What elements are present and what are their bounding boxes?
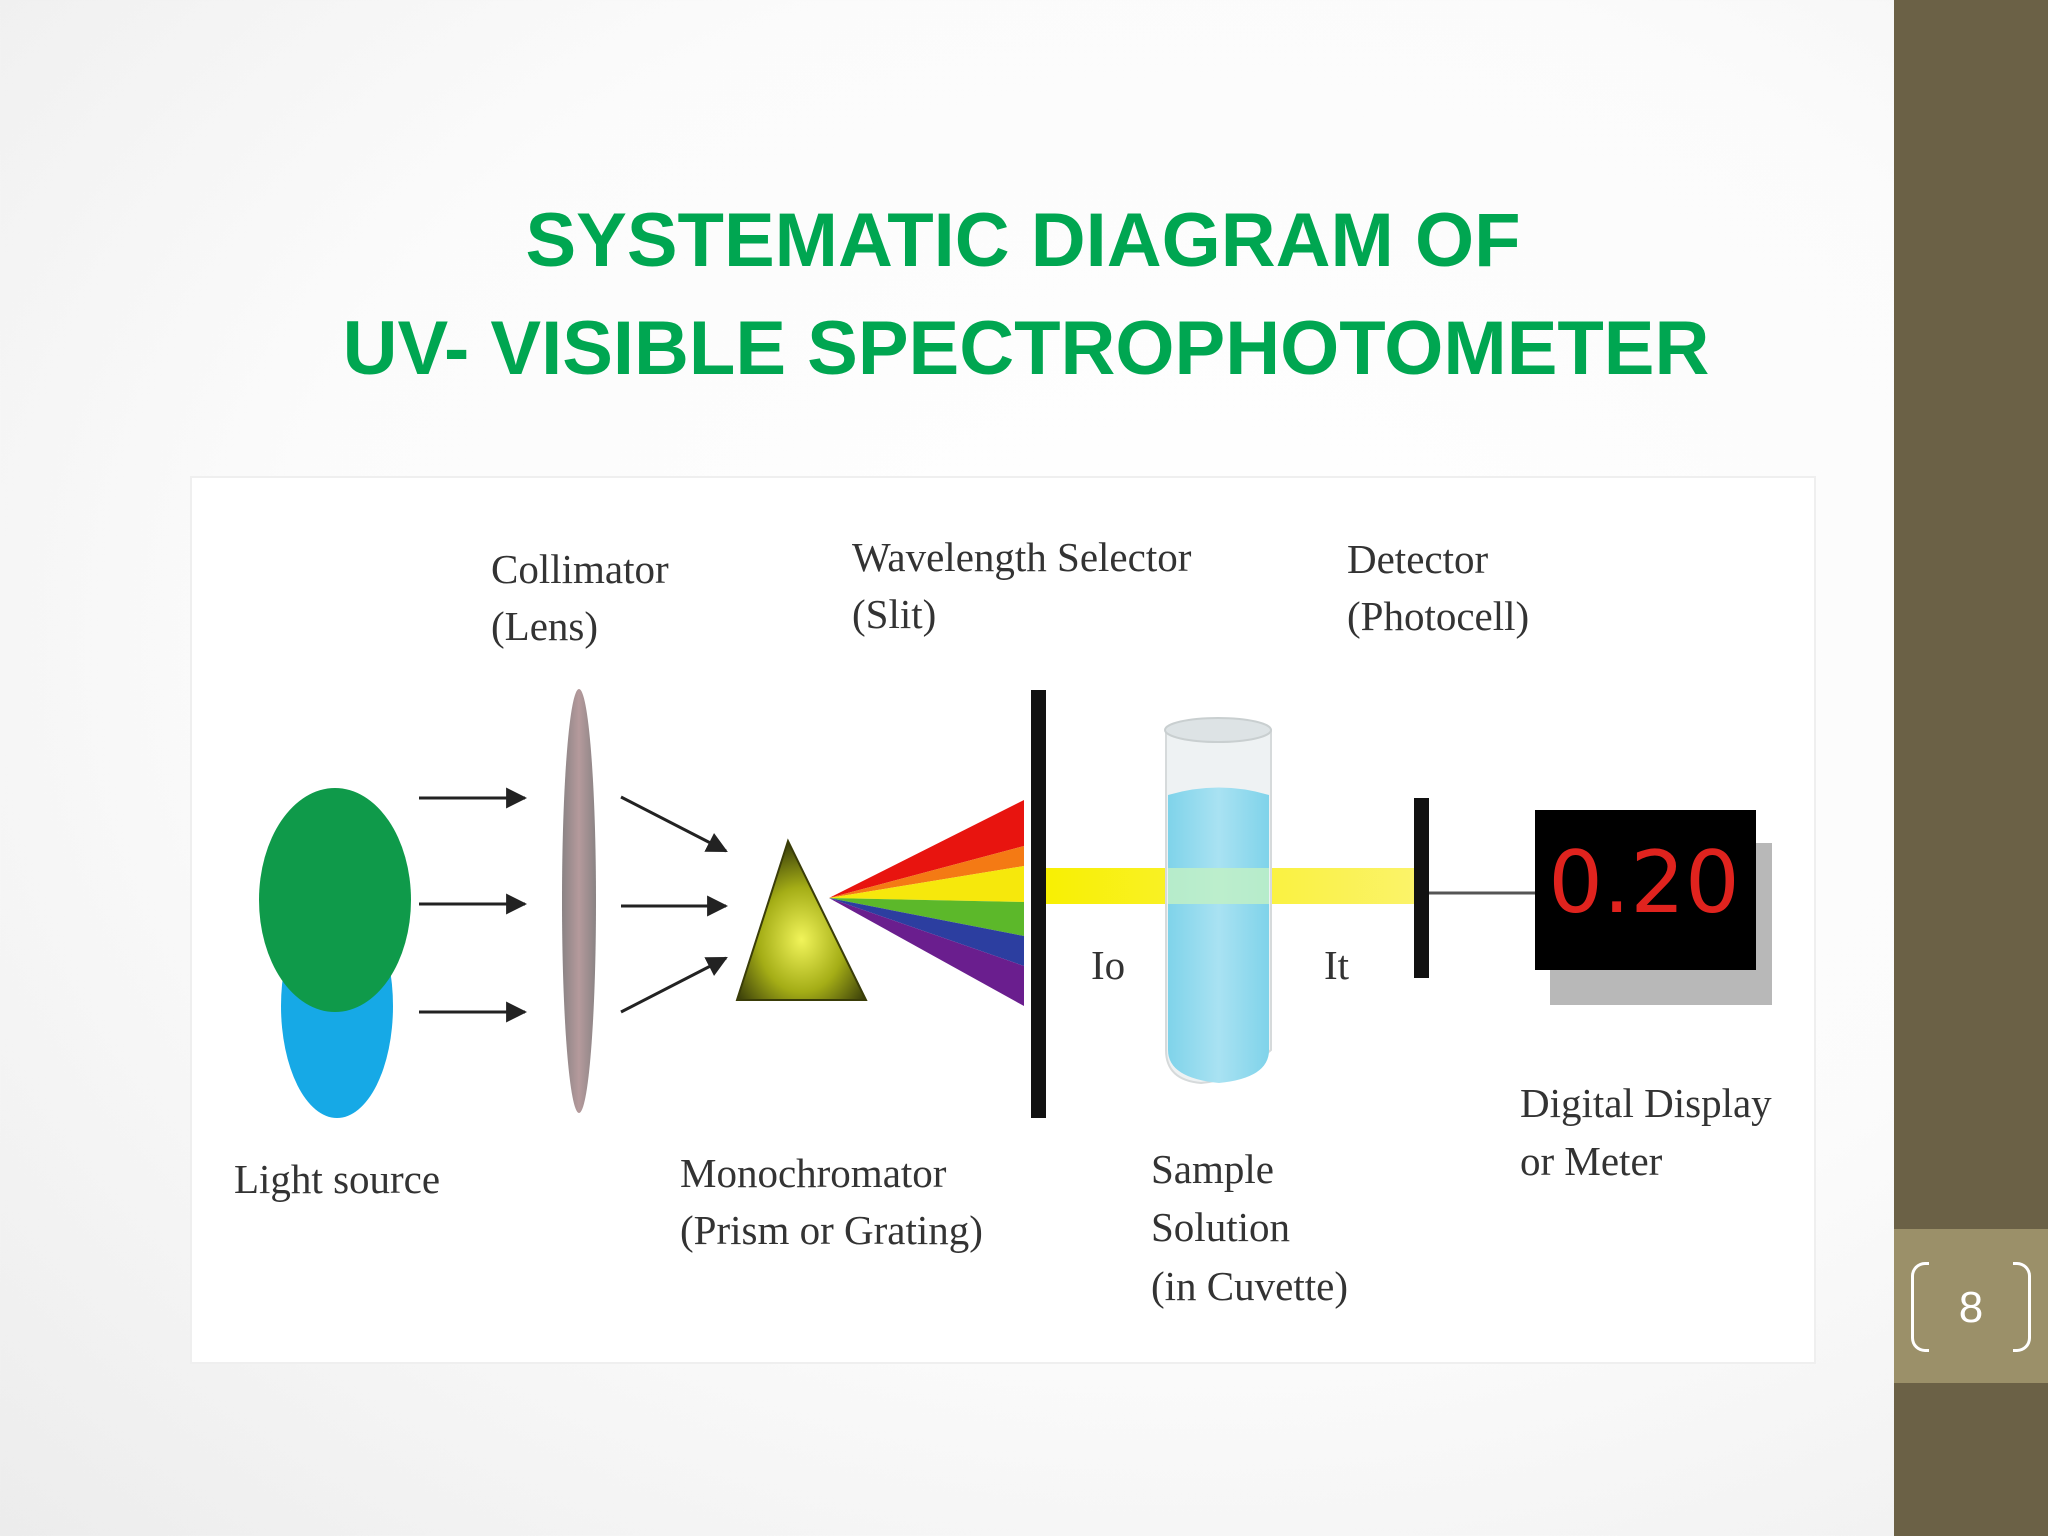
display-screen xyxy=(1535,810,1756,970)
sample-cuvette xyxy=(1164,717,1272,1085)
collimator-lens xyxy=(562,689,596,1113)
label-incident-intensity: Io xyxy=(1091,942,1125,988)
label-collimator-sub: (Lens) xyxy=(491,603,598,649)
page-bracket-right xyxy=(2013,1262,2031,1352)
arrow-icon xyxy=(620,956,728,1014)
label-wavelength-selector: Wavelength Selector xyxy=(852,534,1192,580)
digital-display: 0.20 xyxy=(1535,810,1772,1005)
label-sample-line3: (in Cuvette) xyxy=(1151,1263,1348,1309)
label-digital-display: Digital Display xyxy=(1520,1080,1772,1126)
page-bracket-left xyxy=(1911,1262,1929,1352)
spectrum-orange-band xyxy=(829,846,1024,898)
spectrum-violet-band xyxy=(829,898,1024,1006)
label-sample-line2: Solution xyxy=(1151,1204,1290,1250)
label-detector-sub: (Photocell) xyxy=(1347,593,1529,639)
spectrum-red-band xyxy=(829,800,1024,898)
display-reading: 0.20 xyxy=(1548,833,1739,933)
lamp-bulb-top xyxy=(259,788,411,1012)
source-arrows xyxy=(419,787,528,1023)
cuvette-rim xyxy=(1164,717,1272,743)
label-digital-display-line2: or Meter xyxy=(1520,1138,1663,1184)
dispersed-spectrum xyxy=(829,800,1024,1006)
prism xyxy=(735,838,868,1001)
label-wavelength-selector-sub: (Slit) xyxy=(852,591,936,637)
label-monochromator: Monochromator xyxy=(680,1150,947,1196)
label-transmitted-intensity: It xyxy=(1324,942,1350,988)
light-source-lamp xyxy=(259,788,411,1118)
beam-through-sample xyxy=(1168,868,1269,904)
label-detector: Detector xyxy=(1347,536,1488,582)
slide-title-line-2: UV- VISIBLE SPECTROPHOTOMETER xyxy=(342,306,1710,391)
arrow-icon xyxy=(620,795,728,853)
spectrum-yellow-band xyxy=(829,866,1024,902)
page-number: 8 xyxy=(1958,1283,1984,1332)
page-number-box xyxy=(1894,1229,2048,1383)
label-light-source: Light source xyxy=(234,1156,440,1202)
label-collimator: Collimator xyxy=(491,546,669,592)
detector-photocell xyxy=(1414,798,1429,978)
collimated-arrows xyxy=(620,795,729,1014)
slide-title-line-1: SYSTEMATIC DIAGRAM OF xyxy=(525,198,1521,283)
label-sample: Sample xyxy=(1151,1146,1274,1192)
label-monochromator-sub: (Prism or Grating) xyxy=(680,1207,983,1253)
cuvette-liquid xyxy=(1168,787,1269,1083)
wavelength-selector-slit xyxy=(1031,690,1046,1118)
